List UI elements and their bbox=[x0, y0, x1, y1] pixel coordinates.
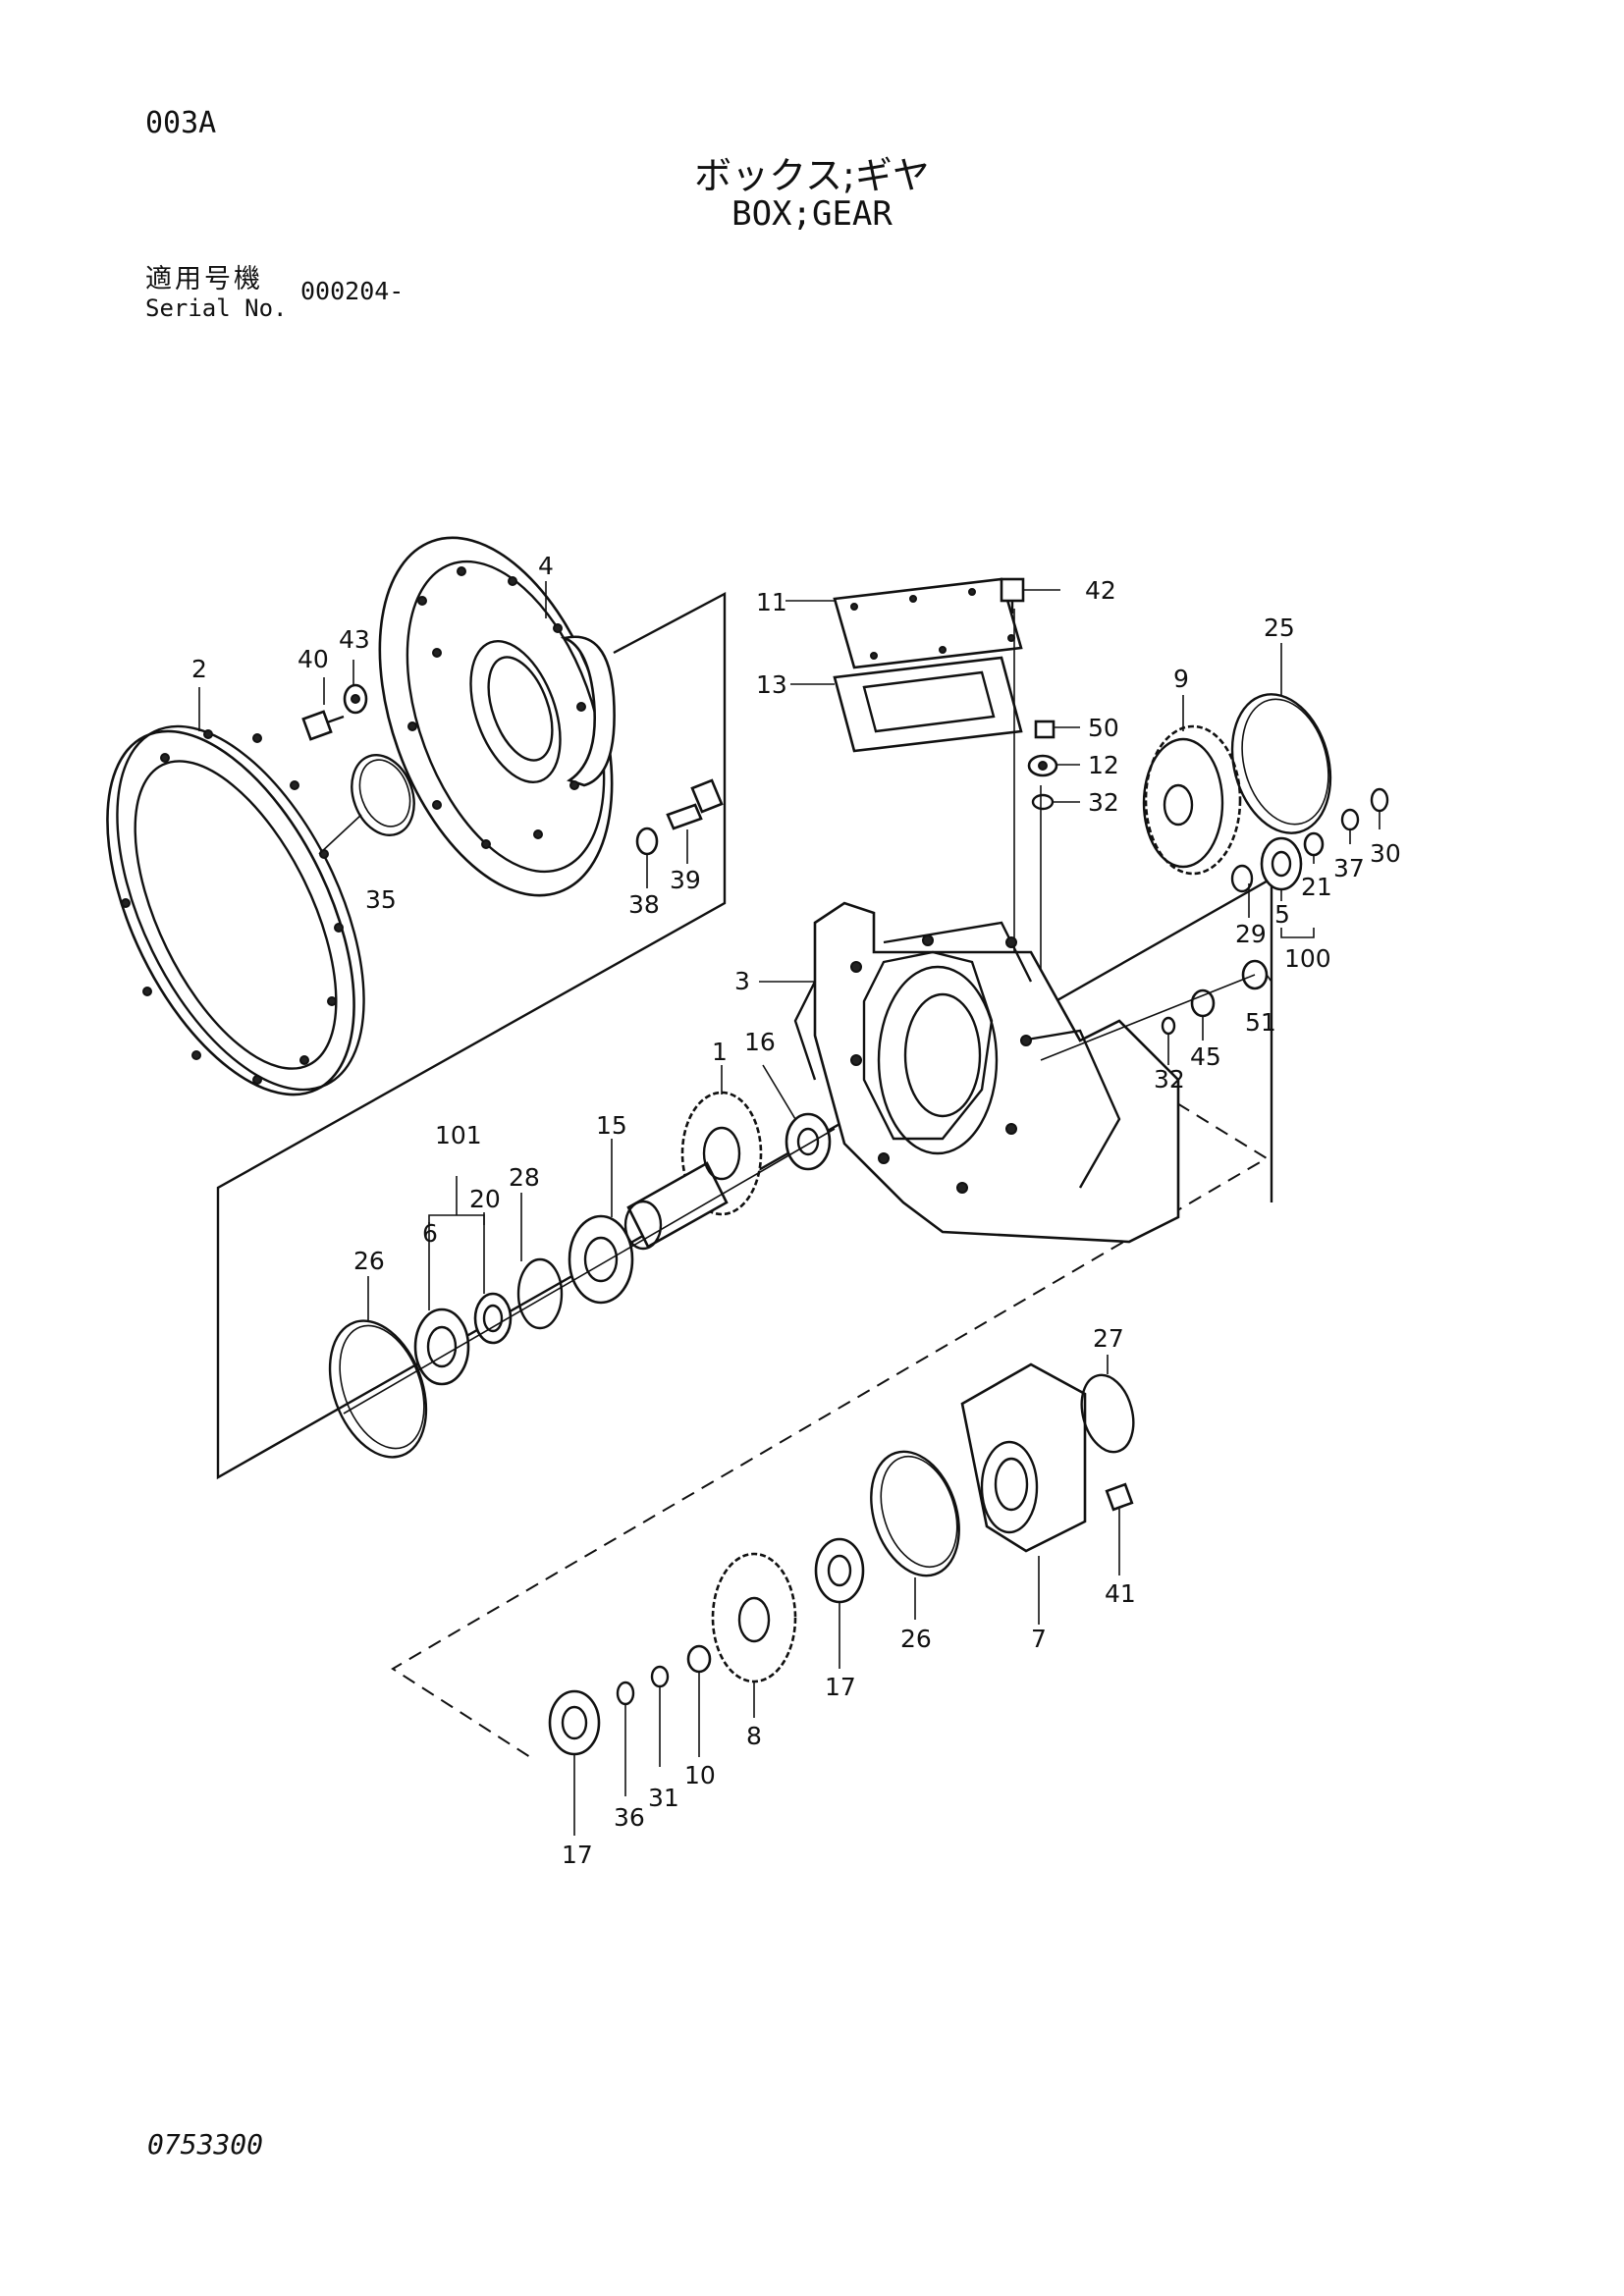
callout-28: 28 bbox=[509, 1163, 540, 1192]
part-37-snap-ring bbox=[1340, 808, 1360, 831]
callout-38: 38 bbox=[628, 890, 660, 919]
callout-41: 41 bbox=[1105, 1579, 1136, 1608]
callout-32-lower: 32 bbox=[1154, 1065, 1185, 1094]
part-1-shaft-gear bbox=[623, 1091, 763, 1251]
part-15-bearing bbox=[568, 1214, 634, 1305]
part-29-snap-ring bbox=[1230, 864, 1254, 893]
part-5-bearing bbox=[1260, 836, 1303, 891]
part-3-gearbox-housing bbox=[793, 901, 1180, 1244]
group-frame-lower bbox=[391, 1079, 1269, 1758]
callout-12: 12 bbox=[1088, 751, 1119, 779]
serial-label-en: Serial No. bbox=[145, 294, 288, 322]
callout-17-right: 17 bbox=[825, 1673, 856, 1701]
callout-15: 15 bbox=[596, 1111, 627, 1140]
callout-21: 21 bbox=[1301, 873, 1332, 901]
callout-17-left: 17 bbox=[562, 1841, 593, 1869]
part-20-ring bbox=[473, 1292, 513, 1345]
callout-101: 101 bbox=[435, 1121, 482, 1149]
callout-16: 16 bbox=[744, 1028, 776, 1056]
callout-45: 45 bbox=[1190, 1042, 1221, 1071]
callout-2: 2 bbox=[191, 655, 207, 683]
document-number: 0753300 bbox=[147, 2128, 264, 2161]
part-38-washer bbox=[635, 827, 659, 856]
callout-51: 51 bbox=[1245, 1008, 1276, 1037]
part-45-plug bbox=[1190, 988, 1216, 1018]
page-title-en: BOX;GEAR bbox=[731, 194, 893, 234]
callout-4: 4 bbox=[538, 552, 554, 580]
callout-8: 8 bbox=[746, 1722, 762, 1750]
callout-30: 30 bbox=[1370, 839, 1401, 868]
part-2-flange-ring bbox=[106, 724, 365, 1096]
part-50-plug bbox=[1034, 720, 1056, 739]
part-6-oil-seal bbox=[413, 1308, 470, 1386]
callout-labels: 2 4 40 43 35 38 39 11 13 42 50 12 32 9 2… bbox=[191, 552, 1401, 1869]
part-21-washer bbox=[1303, 831, 1325, 857]
part-25-o-ring bbox=[1230, 693, 1332, 834]
callout-27: 27 bbox=[1093, 1324, 1124, 1353]
part-43-washer bbox=[343, 683, 368, 715]
callout-1: 1 bbox=[712, 1038, 728, 1066]
callout-26-upper: 26 bbox=[353, 1247, 385, 1275]
part-9-gear bbox=[1142, 724, 1242, 876]
callout-9: 9 bbox=[1173, 665, 1189, 693]
callout-40: 40 bbox=[298, 645, 329, 673]
part-32-o-ring-lower bbox=[1161, 1016, 1176, 1036]
part-26-o-ring-upper bbox=[328, 1319, 428, 1459]
callout-3: 3 bbox=[734, 967, 750, 995]
part-27-o-ring bbox=[1080, 1373, 1135, 1454]
callout-50: 50 bbox=[1088, 714, 1119, 742]
part-30-ring bbox=[1370, 787, 1389, 813]
callout-13: 13 bbox=[756, 670, 787, 699]
part-17-bearing-right bbox=[814, 1537, 865, 1604]
callout-7: 7 bbox=[1031, 1625, 1047, 1653]
part-26-o-ring-lower bbox=[870, 1450, 960, 1577]
part-32-o-ring-upper bbox=[1031, 793, 1055, 811]
callout-37: 37 bbox=[1333, 854, 1365, 882]
part-12-fitting bbox=[1027, 754, 1058, 777]
callout-36: 36 bbox=[614, 1803, 645, 1832]
callout-11: 11 bbox=[756, 588, 787, 616]
part-4-cover bbox=[378, 536, 616, 897]
callout-29: 29 bbox=[1235, 920, 1267, 948]
part-8-gear bbox=[711, 1552, 797, 1683]
callout-35: 35 bbox=[365, 885, 397, 914]
part-35-snap-ring bbox=[351, 754, 415, 836]
callout-20: 20 bbox=[469, 1185, 501, 1213]
callout-32-upper: 32 bbox=[1088, 788, 1119, 817]
part-40-bolt bbox=[301, 710, 345, 741]
callout-42: 42 bbox=[1085, 576, 1116, 605]
part-39-bolt bbox=[666, 778, 724, 830]
part-13-gasket bbox=[833, 656, 1023, 753]
callout-100: 100 bbox=[1284, 944, 1331, 973]
serial-value: 000204- bbox=[300, 277, 405, 305]
leader-lines bbox=[198, 581, 1380, 1836]
page-title-jp: ボックス;ギヤ bbox=[694, 154, 930, 197]
callout-6: 6 bbox=[422, 1219, 438, 1248]
callout-26-lower: 26 bbox=[900, 1625, 932, 1653]
callout-31: 31 bbox=[648, 1784, 679, 1812]
part-17-bearing-left bbox=[548, 1689, 601, 1756]
serial-label-jp: 適用号機 bbox=[145, 264, 263, 294]
callout-39: 39 bbox=[670, 866, 701, 894]
part-11-cover-plate bbox=[833, 577, 1023, 669]
callout-43: 43 bbox=[339, 625, 370, 654]
callout-5: 5 bbox=[1274, 900, 1290, 929]
page-code: 003A bbox=[145, 106, 217, 140]
part-7-bearing-cover bbox=[960, 1362, 1087, 1553]
part-41-bolt bbox=[1105, 1482, 1134, 1512]
part-16-bearing bbox=[785, 1112, 832, 1171]
callout-25: 25 bbox=[1264, 614, 1295, 642]
part-31-ring bbox=[650, 1665, 670, 1688]
part-28-snap-ring bbox=[516, 1257, 564, 1330]
callout-10: 10 bbox=[684, 1761, 716, 1789]
part-10-collar bbox=[686, 1644, 712, 1674]
part-36-snap-ring bbox=[616, 1681, 635, 1706]
